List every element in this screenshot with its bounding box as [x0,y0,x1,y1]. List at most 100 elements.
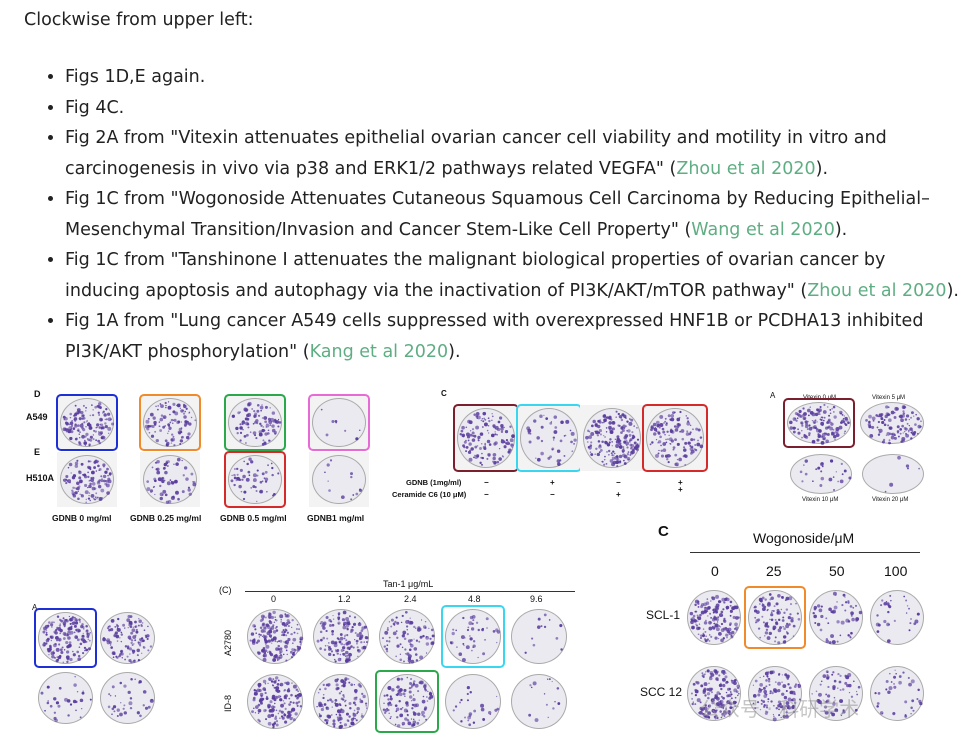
colony-dish [379,609,435,664]
figure-gdnb-ceramide: C GDNB (1mg/ml) Ceramide C6 (10 μM) − + … [388,385,718,505]
colony-dish [247,674,303,729]
dose-label: 1.2 [338,594,351,604]
colony-dish [228,398,282,447]
colony-dish [787,402,851,445]
treatment-mark: − [616,478,621,487]
list-item: Fig 4C. [65,93,961,124]
dose-label: 2.4 [404,594,417,604]
item-text: Fig 1A from "Lung cancer A549 cells supp… [65,311,924,362]
colony-dish [38,612,93,664]
colony-dish [313,674,369,729]
highlight-box [516,404,582,472]
colony-dish [790,454,852,494]
colony-dish [583,408,641,468]
colony-dish [100,672,155,724]
row-label: SCL-1 [646,608,681,622]
highlight-box [224,451,286,508]
item-text: Figs 1D,E again. [65,67,206,87]
colony-dish [445,674,501,729]
list-item: Fig 2A from "Vitexin attenuates epitheli… [65,123,961,184]
colony-dish [38,672,93,724]
dose-header: Tan-1 μg/mL [383,579,434,589]
colony-dish [313,609,369,664]
colony-dish [520,408,578,468]
colony-dish [247,609,304,664]
dose-header: Wogonoside/μM [753,530,855,546]
colony-dish [312,398,366,447]
col-label: GDNB 0.5 mg/ml [220,513,287,523]
citation-link[interactable]: Kang et al 2020 [309,341,449,362]
panel-label: C [658,523,669,540]
panel-label: D [34,389,41,399]
treatment-mark: + [550,478,555,487]
panel-label: C [441,389,447,398]
row-label: Ceramide C6 (10 μM) [392,490,467,499]
header-rule [690,552,920,553]
list-item: Fig 1A from "Lung cancer A549 cells supp… [65,306,961,367]
panel-label: (C) [219,585,232,595]
colony-dish [748,590,802,645]
colony-dish [143,398,197,447]
row-label: A549 [26,412,48,422]
row-label: GDNB (1mg/ml) [406,478,462,487]
highlight-box [642,404,708,472]
item-text: ). [448,341,461,362]
header-rule [245,591,575,592]
colony-dish [870,666,924,721]
colony-dish [60,398,115,447]
intro-text: Clockwise from upper left: [24,10,254,30]
treatment-mark: + [616,490,621,499]
row-label: ID-8 [223,694,233,712]
dose-label: 9.6 [530,594,543,604]
colony-dish [809,666,863,721]
col-label: GDNB1 mg/ml [307,513,365,523]
treatment-mark: − [550,490,555,499]
colony-dish [60,455,114,504]
list-item: Fig 1C from "Wogonoside Attenuates Cutan… [65,184,961,245]
figure-tanshinone: (C) Tan-1 μg/mL 0 1.2 2.4 4.8 9.6 A2780 … [215,576,575,736]
colony-dish [687,666,741,721]
panel-label: A [770,391,776,400]
dose-label: 4.8 [468,594,481,604]
treatment-mark: − [484,490,489,499]
colony-dish [860,402,924,445]
figure-gdnb-colony: D A549 E H510A GDNB 0 mg/ml GDNB 0.25 mg… [24,385,384,530]
highlight-box [34,608,97,668]
item-text: Fig 1C from "Wogonoside Attenuates Cutan… [65,189,930,240]
colony-dish [228,455,282,504]
colony-dish [870,590,924,645]
citation-link[interactable]: Wang et al 2020 [691,219,835,240]
citation-link[interactable]: Zhou et al 2020 [676,158,816,179]
dose-label: 25 [766,563,782,579]
dose-label: 50 [829,563,845,579]
dose-label: 0 [271,594,277,604]
panel-label: E [34,447,41,457]
watermark-text: 公众号 · 科研学术 [700,697,860,721]
item-text: ). [946,280,959,301]
citation-link[interactable]: Zhou et al 2020 [807,280,947,301]
list-item: Fig 1C from "Tanshinone I attenuates the… [65,245,961,306]
highlight-box [453,404,519,472]
panel-label: A [32,603,38,612]
row-label: SCC 12 [640,685,683,699]
treatment-mark: + [678,485,683,494]
dish-label: Vitexin 10 μM [802,497,839,503]
colony-dish [511,674,567,729]
item-text: ). [815,158,829,179]
item-text: Fig 4C. [65,97,125,118]
item-text: ). [834,219,848,240]
dose-label: 100 [884,563,908,579]
highlight-box [441,605,505,668]
colony-dish [379,674,435,729]
highlight-box [783,398,855,448]
colony-dish [687,590,741,645]
colony-dish [445,609,501,664]
row-label: A2780 [223,629,233,656]
highlight-box [139,394,201,451]
colony-dish [143,455,197,504]
highlight-box [744,586,806,649]
treatment-mark: + [678,478,683,487]
colony-dish [457,408,515,468]
list-item: Figs 1D,E again. [65,62,961,93]
dose-label: 0 [711,563,719,579]
